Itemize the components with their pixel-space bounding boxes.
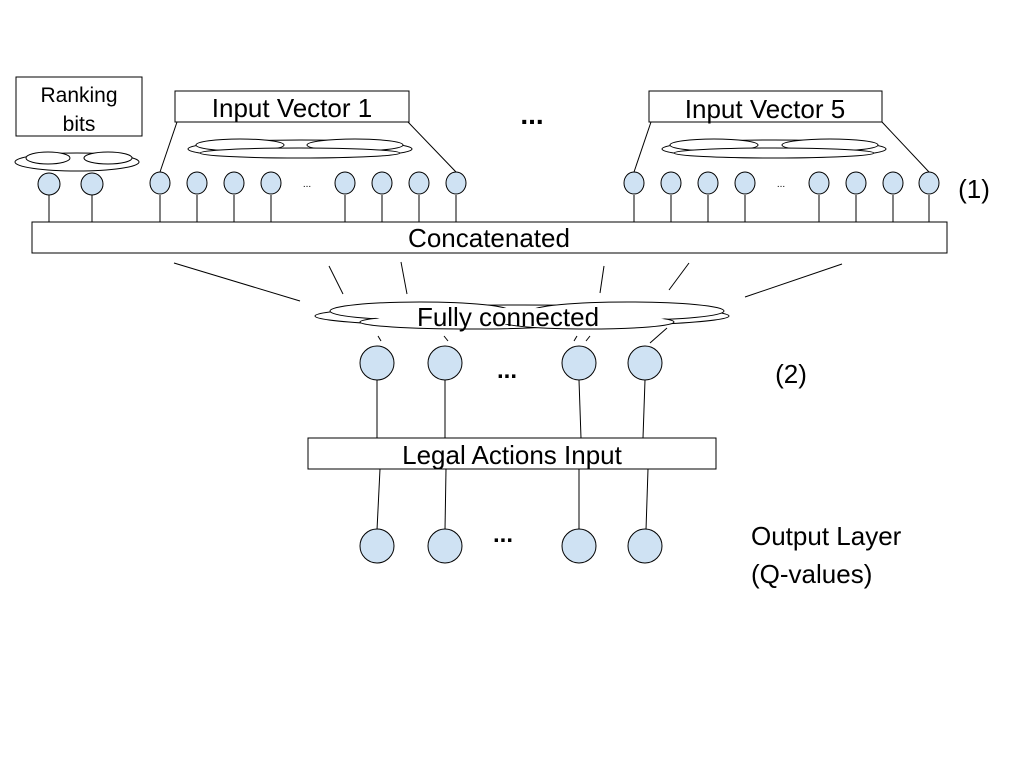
input-node — [660, 171, 682, 195]
input-5-ellipsis: ... — [777, 179, 785, 190]
ranking-label-line1: Ranking — [40, 84, 117, 107]
input-vector-1-label: Input Vector 1 — [212, 93, 372, 123]
vectors-ellipsis: ... — [520, 99, 543, 130]
output-node — [627, 528, 663, 564]
fully-connected-cloud — [314, 301, 730, 330]
ranking-bit-node — [80, 172, 104, 196]
output-node — [561, 528, 597, 564]
connector-lines — [48, 121, 930, 531]
ranking-label-line2: bits — [63, 113, 96, 136]
input-node — [408, 171, 430, 195]
fan-line — [159, 121, 178, 173]
hidden-node — [427, 345, 463, 381]
output-ellipsis: ... — [493, 521, 513, 548]
input-nodes — [37, 171, 940, 196]
ranking-bit-node — [37, 172, 61, 196]
input-node — [918, 171, 940, 195]
input-node — [845, 171, 867, 195]
input-node — [186, 171, 208, 195]
fan-line — [407, 121, 457, 173]
input-vector-1-cloud — [187, 138, 413, 159]
input-node — [334, 171, 356, 195]
output-layer-label-line1: Output Layer — [751, 521, 902, 551]
output-node — [359, 528, 395, 564]
legal-actions-bar — [307, 437, 717, 470]
output-layer-label-line2: (Q-values) — [751, 559, 872, 589]
legal-to-output-lines — [376, 468, 649, 531]
output-node — [427, 528, 463, 564]
layer1-marker: (1) — [958, 174, 990, 204]
hidden-node — [627, 345, 663, 381]
concat-to-fc-lines — [173, 261, 843, 302]
hidden-node — [359, 345, 395, 381]
concatenated-bar — [31, 221, 948, 254]
concatenated-label: Concatenated — [408, 223, 570, 253]
fully-connected-label: Fully connected — [417, 302, 599, 332]
input-node — [149, 171, 171, 195]
ranking-bits-box — [15, 76, 143, 137]
input-node — [623, 171, 645, 195]
input-node — [808, 171, 830, 195]
layer2-marker: (2) — [775, 359, 807, 389]
input-vector-5-cloud — [661, 138, 887, 159]
input-node — [697, 171, 719, 195]
input-node — [445, 171, 467, 195]
hidden-nodes — [359, 345, 663, 381]
output-nodes — [359, 528, 663, 564]
hidden-ellipsis: ... — [497, 357, 517, 384]
input-1-ellipsis: ... — [303, 179, 311, 190]
input-node — [223, 171, 245, 195]
input-node — [882, 171, 904, 195]
input-vector-5-box — [648, 90, 883, 123]
hidden-to-legal-lines — [376, 379, 646, 439]
fan-line — [881, 121, 930, 173]
ranking-cloud — [14, 151, 140, 172]
legal-actions-label: Legal Actions Input — [402, 440, 622, 470]
fc-to-hidden-lines — [377, 327, 668, 344]
input-vector-1-box — [174, 90, 410, 123]
hidden-node — [561, 345, 597, 381]
input-node — [260, 171, 282, 195]
input-to-concat-lines — [48, 195, 930, 222]
input-vector-5-label: Input Vector 5 — [685, 94, 845, 124]
input-node — [371, 171, 393, 195]
input-node — [734, 171, 756, 195]
fan-line — [633, 121, 652, 173]
